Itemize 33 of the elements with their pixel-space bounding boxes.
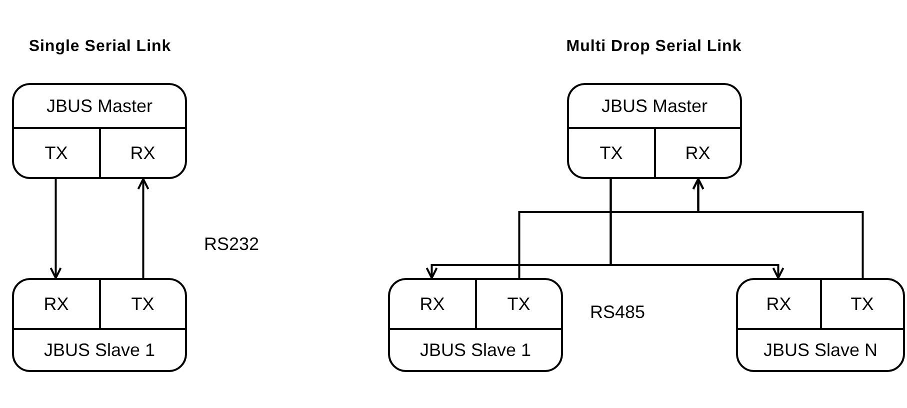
- arrow: [50, 179, 62, 279]
- device-box: [12, 278, 187, 372]
- port-label: TX: [850, 294, 874, 314]
- port-label: TX: [44, 142, 68, 164]
- arrow: [137, 178, 150, 278]
- port-label: TX: [507, 294, 530, 314]
- port-label: RX: [420, 294, 445, 314]
- device-name: JBUS Master: [46, 96, 153, 116]
- bus-label: RS232: [204, 234, 260, 255]
- arrow: [692, 178, 864, 278]
- port-label: RX: [44, 294, 69, 314]
- port-label: RX: [685, 142, 710, 164]
- port-cell: [820, 280, 903, 330]
- section-title: Single Serial Link: [28, 38, 172, 56]
- port-label: TX: [600, 142, 623, 164]
- device-name: JBUS Slave N: [763, 340, 878, 360]
- port-cell: [654, 127, 740, 177]
- device-box: [736, 278, 905, 372]
- arrow: [610, 179, 784, 279]
- port-cell: [98, 127, 185, 177]
- device-box: [388, 278, 563, 372]
- port-cell: [474, 280, 561, 330]
- device-name: JBUS Slave 1: [420, 340, 532, 360]
- port-label: RX: [766, 294, 792, 314]
- port-label: TX: [131, 294, 154, 314]
- device-name: JBUS Slave 1: [44, 340, 156, 360]
- port-cell: [98, 280, 185, 330]
- device-box: [12, 83, 187, 179]
- device-name: JBUS Master: [601, 96, 708, 116]
- device-box: [567, 83, 742, 179]
- bus-label: RS485: [590, 302, 646, 323]
- port-label: RX: [130, 142, 156, 164]
- section-title: Multi Drop Serial Link: [566, 38, 742, 56]
